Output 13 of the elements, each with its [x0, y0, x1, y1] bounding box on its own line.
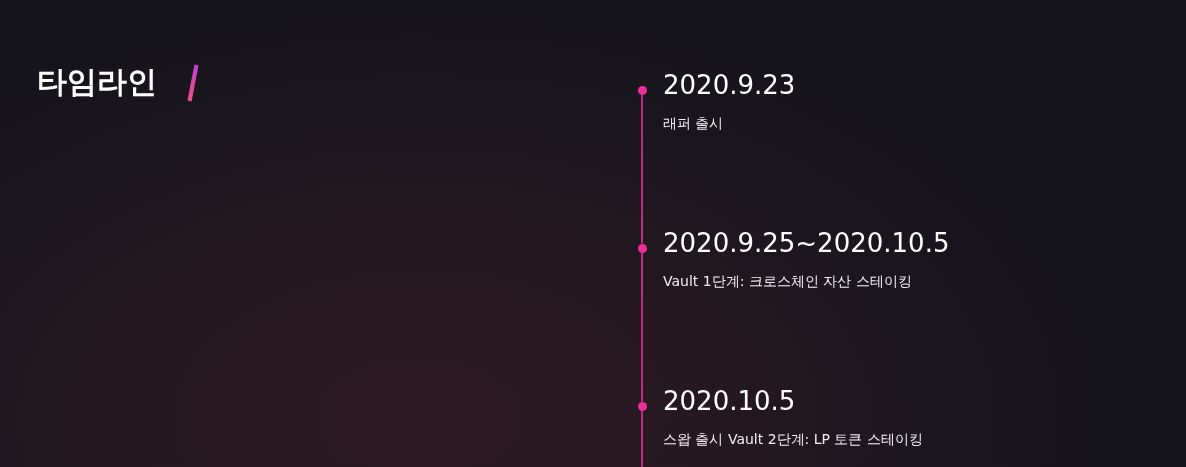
event-description: 스왑 출시 Vault 2단계: LP 토큰 스테이킹: [663, 430, 923, 448]
timeline-line: [641, 93, 643, 245]
date-heading: 2020.9.23: [663, 70, 796, 100]
date-heading: 2020.9.25~2020.10.5: [663, 228, 950, 258]
timeline-dot: [637, 243, 647, 253]
timeline-dot: [637, 401, 647, 411]
timeline-dot: [637, 85, 647, 95]
timeline-line: [641, 251, 643, 403]
page-title: 타임라인: [37, 63, 157, 101]
event-description: 래퍼 출시: [663, 114, 724, 132]
date-heading: 2020.10.5: [663, 386, 796, 416]
timeline-line: [641, 409, 643, 467]
event-description: Vault 1단계: 크로스체인 자산 스테이킹: [663, 272, 912, 290]
